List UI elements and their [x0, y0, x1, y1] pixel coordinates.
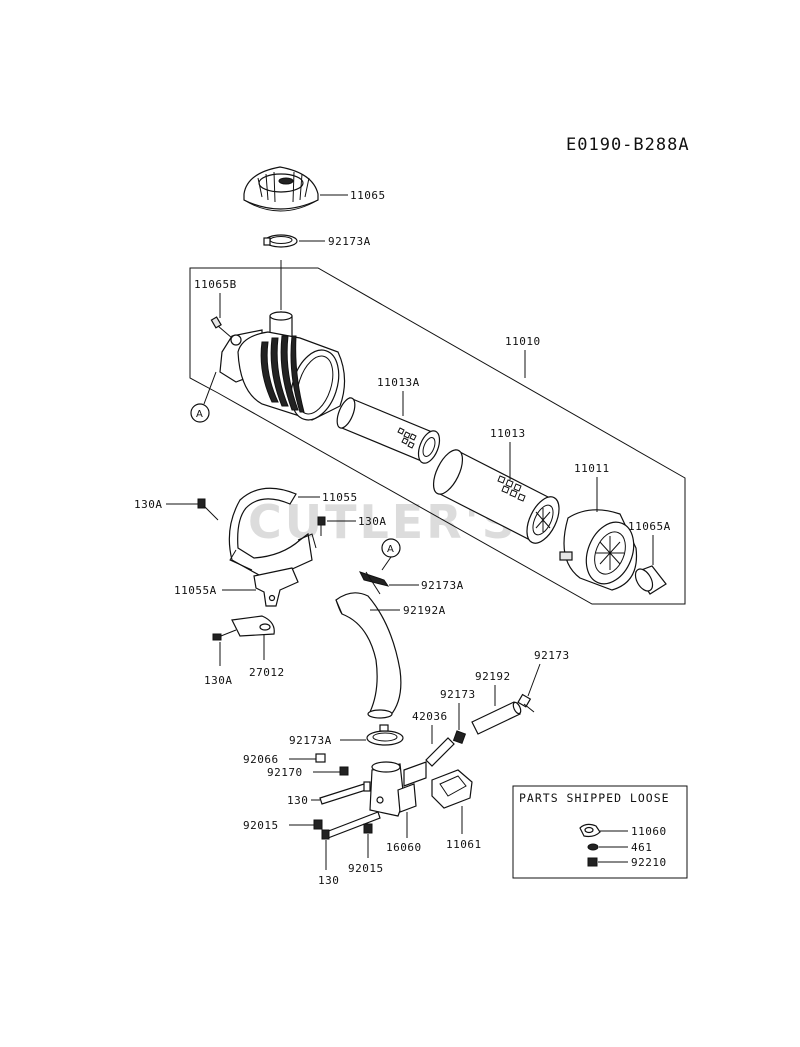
part-11055A-bracket	[253, 567, 299, 607]
part-11011-cover	[559, 509, 638, 591]
loose-part-label-11060: 11060	[631, 825, 667, 838]
label-11011: 11011	[574, 462, 610, 475]
part-130A-bolt-c	[212, 629, 237, 641]
part-92173A-clamp-mid	[359, 571, 390, 595]
reference-marker-a-lower-text: A	[387, 544, 394, 555]
part-92173A-clamp-low	[366, 724, 404, 746]
label-92066: 92066	[243, 753, 279, 766]
label-92173-middle: 92173	[440, 688, 476, 701]
part-92192A-hose	[335, 592, 402, 719]
label-92170: 92170	[267, 766, 303, 779]
label-92173A-mid: 92173A	[421, 579, 464, 592]
label-42036: 42036	[412, 710, 448, 723]
loose-part-label-92210: 92210	[631, 856, 667, 869]
label-11013A: 11013A	[377, 376, 420, 389]
label-92192A: 92192A	[403, 604, 446, 617]
part-air-cleaner-body	[219, 311, 346, 421]
label-130A-b: 130A	[358, 515, 387, 528]
part-92192-hose	[471, 701, 522, 735]
loose-part-11060-gasket	[579, 823, 601, 838]
label-92173-right: 92173	[534, 649, 570, 662]
label-11061: 11061	[446, 838, 482, 851]
part-11013-outer-filter	[432, 449, 560, 544]
part-16060-elbow	[369, 761, 427, 817]
label-130A-c: 130A	[204, 674, 233, 687]
part-11065-cap	[243, 166, 319, 212]
part-42036-pipe	[425, 737, 455, 767]
label-92192: 92192	[475, 670, 511, 683]
part-92173-clamp-right	[517, 693, 535, 713]
label-16060: 16060	[386, 841, 422, 854]
loose-part-label-461: 461	[631, 841, 652, 854]
parts-shipped-loose-box	[512, 785, 688, 879]
loose-part-461-washer	[587, 843, 599, 851]
part-92015-nut-b	[363, 823, 373, 834]
label-92173A-low: 92173A	[289, 734, 332, 747]
part-11065B-screw	[210, 316, 233, 339]
part-11013A-inner-filter	[336, 397, 441, 464]
parts-shipped-loose-title: PARTS SHIPPED LOOSE	[519, 791, 670, 805]
loose-part-92210-nut	[587, 857, 598, 867]
label-11065: 11065	[350, 189, 386, 202]
label-92173A-top: 92173A	[328, 235, 371, 248]
part-27012-gasket	[231, 615, 275, 637]
label-27012: 27012	[249, 666, 285, 679]
part-130A-bolt-b	[317, 516, 326, 536]
label-11065B: 11065B	[194, 278, 237, 291]
label-130-a: 130	[287, 794, 308, 807]
part-11055-bracket	[228, 487, 317, 581]
part-11065A-dust-valve	[634, 565, 667, 595]
part-92173-clamp-middle	[452, 730, 467, 745]
label-11013: 11013	[490, 427, 526, 440]
assembly-11010-outline	[189, 267, 686, 605]
part-130-bolt-b	[321, 811, 381, 840]
part-130A-bolt-a	[197, 498, 219, 521]
part-92173A-clamp-top	[263, 234, 298, 248]
part-92066-plug	[315, 753, 326, 763]
label-11065A: 11065A	[628, 520, 671, 533]
label-92015-a: 92015	[243, 819, 279, 832]
label-130-b: 130	[318, 874, 339, 887]
diagram-code: E0190-B288A	[566, 135, 690, 155]
label-11010: 11010	[505, 335, 541, 348]
part-92015-nut-a	[313, 819, 323, 830]
label-11055: 11055	[322, 491, 358, 504]
part-11061-gasket	[431, 769, 473, 809]
label-92015-b: 92015	[348, 862, 384, 875]
reference-marker-a-upper-text: A	[196, 409, 203, 420]
label-11055A: 11055A	[174, 584, 217, 597]
part-92170-clamp	[339, 766, 349, 776]
part-130-bolt-a	[319, 781, 371, 805]
label-130A-a: 130A	[134, 498, 163, 511]
reference-marker-a-upper	[190, 403, 210, 423]
